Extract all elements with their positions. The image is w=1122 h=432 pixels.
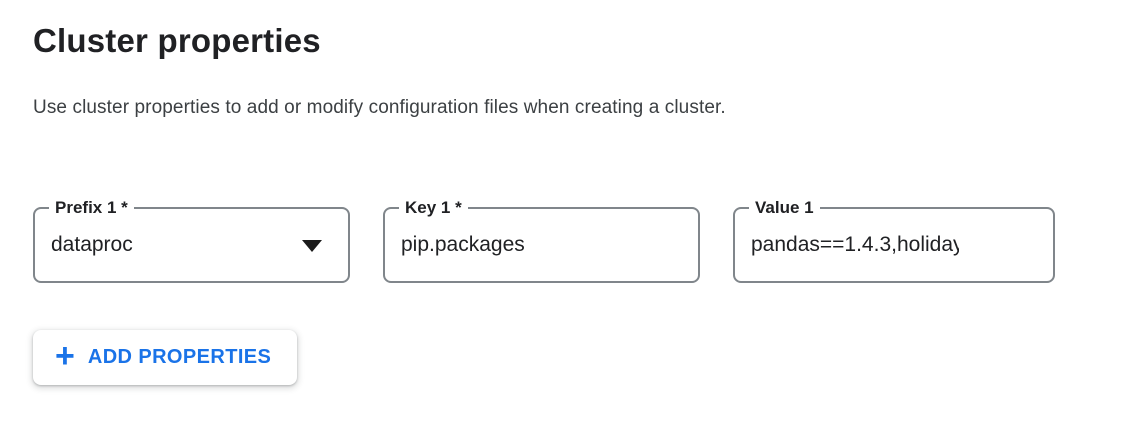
key-field-label: Key 1 * — [399, 197, 468, 219]
add-properties-button[interactable]: + ADD PROPERTIES — [33, 330, 298, 385]
add-properties-button-label: ADD PROPERTIES — [87, 346, 272, 368]
key-field: Key 1 * — [383, 197, 700, 283]
page-description: Use cluster properties to add or modify … — [33, 97, 726, 118]
prefix-select-value: dataproc — [51, 233, 133, 256]
dropdown-arrow-icon — [302, 240, 322, 252]
cluster-property-row: Prefix 1 * dataproc Key 1 * Value 1 — [33, 197, 1055, 283]
plus-icon: + — [55, 336, 75, 375]
prefix-select[interactable]: Prefix 1 * dataproc — [33, 197, 350, 283]
value-field: Value 1 — [733, 197, 1055, 283]
value-input[interactable] — [751, 233, 959, 257]
prefix-select-label: Prefix 1 * — [49, 197, 134, 219]
value-field-label: Value 1 — [749, 197, 820, 219]
key-input[interactable] — [401, 233, 682, 257]
page-title: Cluster properties — [33, 22, 321, 59]
